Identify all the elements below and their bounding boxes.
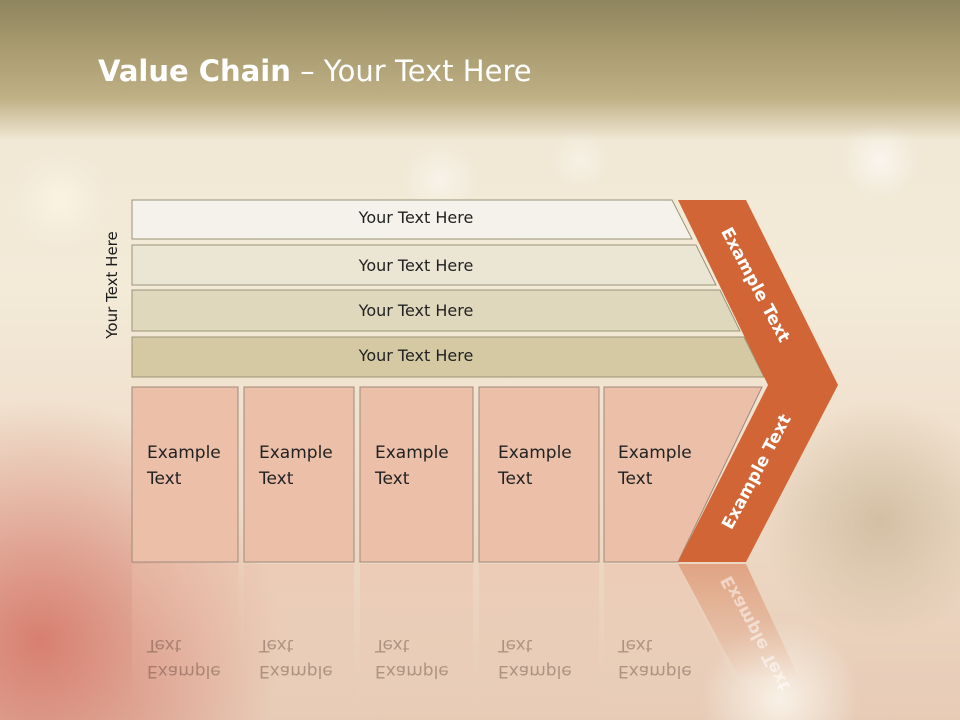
side-label: Your Text Here (103, 231, 121, 339)
box-reflection-1-line1: Example (147, 661, 221, 681)
box-label-2-line1: Example (259, 443, 333, 463)
bar-3 (131, 289, 741, 332)
box-reflection-5-line2: Text (618, 635, 653, 655)
box-3-reflection (360, 564, 473, 704)
bar-2 (131, 244, 717, 286)
box-label-5-line2: Text (618, 469, 653, 489)
box-label-3: Example Text (375, 440, 465, 492)
box-label-4: Example Text (498, 440, 588, 492)
bar-label-2: Your Text Here (358, 256, 474, 275)
header-band (0, 0, 960, 140)
box-label-5: Example Text (618, 440, 708, 492)
box-label-3-line1: Example (375, 443, 449, 463)
box-reflection-2-line1: Example (259, 661, 333, 681)
box-label-5-line1: Example (618, 443, 692, 463)
box-label-4-line1: Example (498, 443, 572, 463)
box-label-2: Example Text (259, 440, 349, 492)
box-reflection-4-line2: Text (498, 635, 533, 655)
box-label-2-line2: Text (259, 469, 294, 489)
box-label-1-line2: Text (147, 469, 182, 489)
box-reflection-2-line2: Text (259, 635, 294, 655)
slide-title: Value Chain – Your Text Here (98, 54, 532, 88)
box-4 (478, 386, 600, 563)
title-bold: Value Chain (98, 54, 291, 88)
box-4-reflection (479, 564, 599, 704)
box-reflection-1-line2: Text (147, 635, 182, 655)
box-label-1-line1: Example (147, 443, 221, 463)
chevron-reflection (678, 564, 800, 680)
box-5-reflection (604, 564, 740, 690)
box-1-reflection (132, 564, 238, 704)
title-rest: – Your Text Here (290, 54, 532, 88)
box-2-reflection (244, 564, 354, 704)
box-reflection-text-1: Example Text (147, 632, 237, 684)
chevron-arrow (678, 200, 838, 562)
box-label-1: Example Text (147, 440, 237, 492)
box-label-4-line2: Text (498, 469, 533, 489)
box-reflection-3-line1: Example (375, 661, 449, 681)
box-reflection-text-3: Example Text (375, 632, 465, 684)
box-1 (131, 386, 239, 563)
box-reflection-5-line1: Example (618, 661, 692, 681)
bar-label-1: Your Text Here (358, 208, 474, 227)
box-label-3-line2: Text (375, 469, 410, 489)
bar-1 (131, 199, 693, 240)
box-reflection-text-4: Example Text (498, 632, 588, 684)
box-reflection-text-5: Example Text (618, 632, 708, 684)
box-3 (359, 386, 474, 563)
box-reflection-text-2: Example Text (259, 632, 349, 684)
box-reflection-4-line1: Example (498, 661, 572, 681)
box-reflection-3-line2: Text (375, 635, 410, 655)
bar-label-4: Your Text Here (358, 346, 474, 365)
bar-4 (131, 336, 765, 378)
bar-label-3: Your Text Here (358, 301, 474, 320)
box-2 (243, 386, 355, 563)
